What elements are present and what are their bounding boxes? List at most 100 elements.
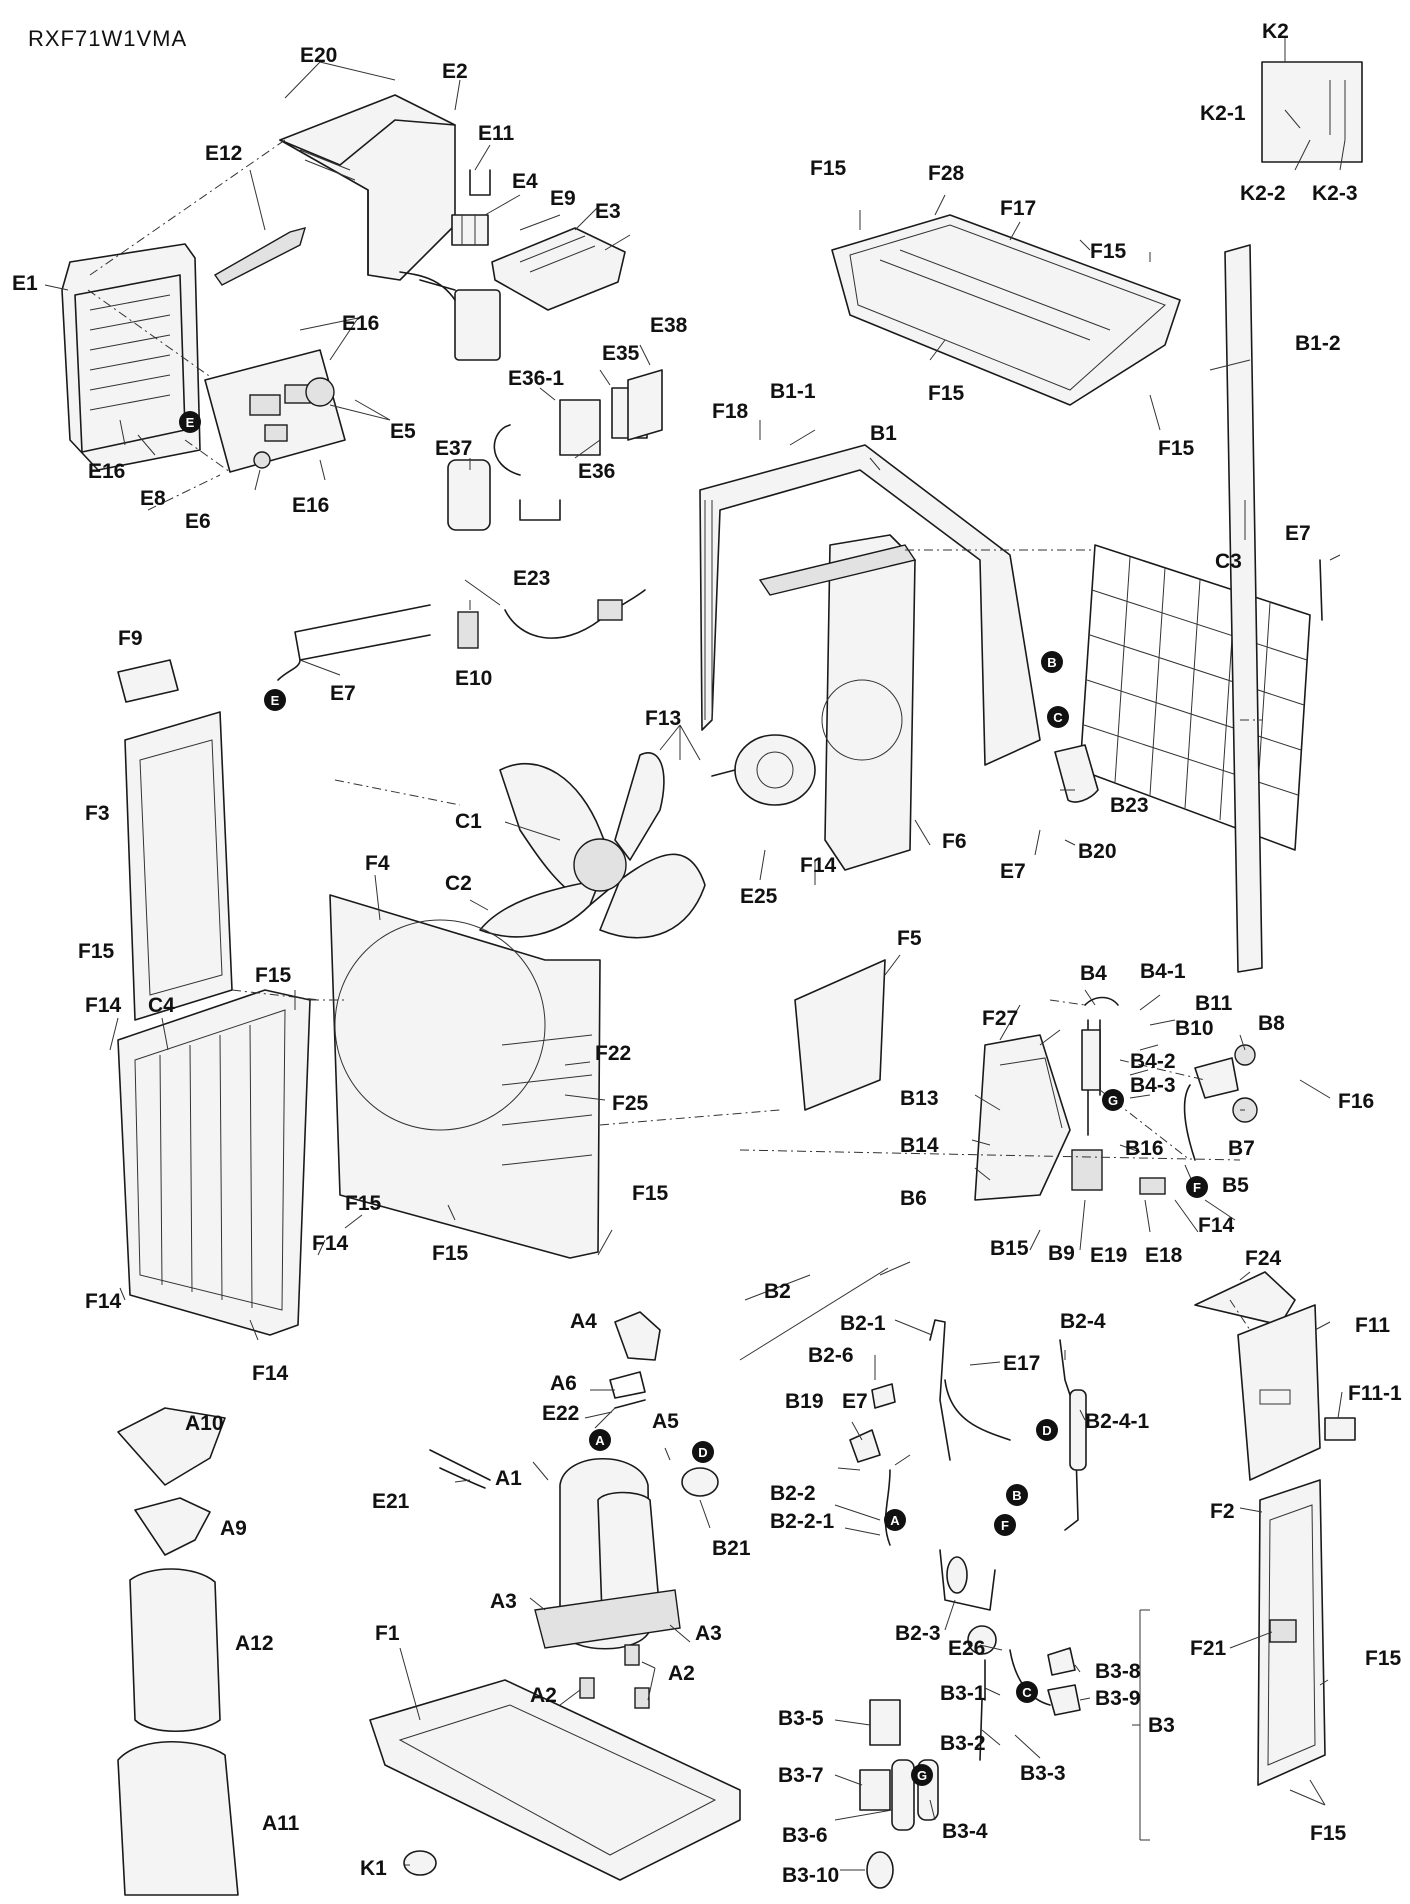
label-e7-mid: E7 [1000,860,1026,883]
part-f5-partition [794,959,886,1111]
label-f14-a: F14 [800,854,837,877]
label-e36: E36 [578,460,615,483]
label-e19: E19 [1090,1244,1127,1267]
svg-text:B: B [1012,1488,1021,1503]
part-e18-e19-sensors [1139,1177,1166,1195]
part-c4-front-grille [117,989,311,1336]
label-b3: B3 [1148,1714,1175,1737]
label-f15-e: F15 [78,940,115,963]
part-b21-damper [681,1467,719,1497]
label-f15-d: F15 [1158,437,1195,460]
label-k2: K2 [1262,20,1289,43]
label-f17: F17 [1000,197,1036,220]
part-e37-box [447,459,491,531]
part-b9-plate [1071,1149,1103,1191]
label-a5: A5 [652,1410,679,1433]
label-f15-f: F15 [255,964,292,987]
label-e16-top: E16 [342,312,379,335]
marker-f-1: F [1186,1176,1208,1198]
label-e36-1: E36-1 [508,367,564,390]
part-labels: E20 E2 E11 E12 E4 E9 E3 E1 E16 E5 E16 E8… [12,20,1402,1887]
part-b2-piping [849,1319,1087,1611]
part-c1-propeller-fan [479,752,706,939]
label-f9: F9 [118,627,143,650]
marker-f-2: F [994,1514,1016,1536]
label-a3-left: A3 [490,1590,517,1613]
svg-text:C: C [1053,710,1063,725]
svg-text:C: C [1022,1685,1032,1700]
label-b14: B14 [900,1134,939,1157]
part-e36-group [493,369,663,521]
label-f2: F2 [1210,1500,1235,1523]
part-e3-cover [491,227,626,311]
svg-text:E: E [271,693,280,708]
label-b3-5: B3-5 [778,1707,824,1730]
marker-c-2: C [1016,1681,1038,1703]
label-b4: B4 [1080,962,1107,985]
label-b13: B13 [900,1087,939,1110]
label-e25: E25 [740,885,778,908]
part-reactor [399,271,501,361]
svg-text:F: F [1193,1180,1201,1195]
label-f15-k: F15 [1310,1822,1347,1845]
label-e1: E1 [12,272,38,295]
label-f14-d: F14 [85,1290,122,1313]
part-f21-plate [1269,1619,1297,1643]
svg-text:D: D [1042,1423,1051,1438]
label-f22: F22 [595,1042,631,1065]
label-b11: B11 [1195,992,1233,1015]
label-b21: B21 [712,1537,751,1560]
label-f11-1: F11-1 [1348,1382,1402,1405]
label-f14-c: F14 [312,1232,349,1255]
part-e11-wire [469,169,491,196]
label-k2-1: K2-1 [1200,102,1246,125]
label-e16-bottom: E16 [292,494,329,517]
label-c1: C1 [455,810,482,833]
label-f27: F27 [982,1007,1018,1030]
label-e7-b2: E7 [842,1390,868,1413]
label-f3: F3 [85,802,110,825]
part-e2-top-plate [279,94,456,281]
label-e18: E18 [1145,1244,1183,1267]
svg-text:D: D [698,1445,707,1460]
label-f4: F4 [365,852,390,875]
marker-c-1: C [1047,706,1069,728]
label-e9: E9 [550,187,576,210]
part-b1-2-strip [1224,244,1263,973]
label-f15-g: F15 [345,1192,382,1215]
label-b10: B10 [1175,1017,1214,1040]
label-b3-10: B3-10 [782,1864,839,1887]
part-e22-heater [614,1399,646,1409]
label-f11: F11 [1355,1314,1390,1337]
label-b15: B15 [990,1237,1029,1260]
part-e21-harness [429,1449,491,1489]
marker-a-1: A [589,1429,611,1451]
label-a12: A12 [235,1632,274,1655]
label-f25: F25 [612,1092,649,1115]
label-b2-1: B2-1 [840,1312,886,1335]
label-b2-6: B2-6 [808,1344,854,1367]
part-e23-harness [504,589,646,639]
part-b4-valve-group [1081,996,1258,1161]
label-f28: F28 [928,162,965,185]
label-e35: E35 [602,342,640,365]
label-e38: E38 [650,314,688,337]
label-a9: A9 [220,1517,247,1540]
label-f15-a: F15 [810,157,847,180]
part-e25-fan-motor [711,734,816,806]
part-e7-thermistor-left [277,604,431,681]
svg-text:G: G [1108,1093,1118,1108]
label-e16-left: E16 [88,460,125,483]
label-e5: E5 [390,420,416,443]
part-a11-sound-blanket [117,1740,239,1896]
label-b20: B20 [1078,840,1117,863]
label-b19: B19 [785,1390,824,1413]
part-f1-bottom-frame [369,1679,741,1881]
label-b1: B1 [870,422,897,445]
label-c4: C4 [148,994,175,1017]
part-e10-pad [457,611,479,649]
part-f11-right-panel [1237,1304,1321,1481]
label-b3-9: B3-9 [1095,1687,1141,1710]
label-e23: E23 [513,567,550,590]
